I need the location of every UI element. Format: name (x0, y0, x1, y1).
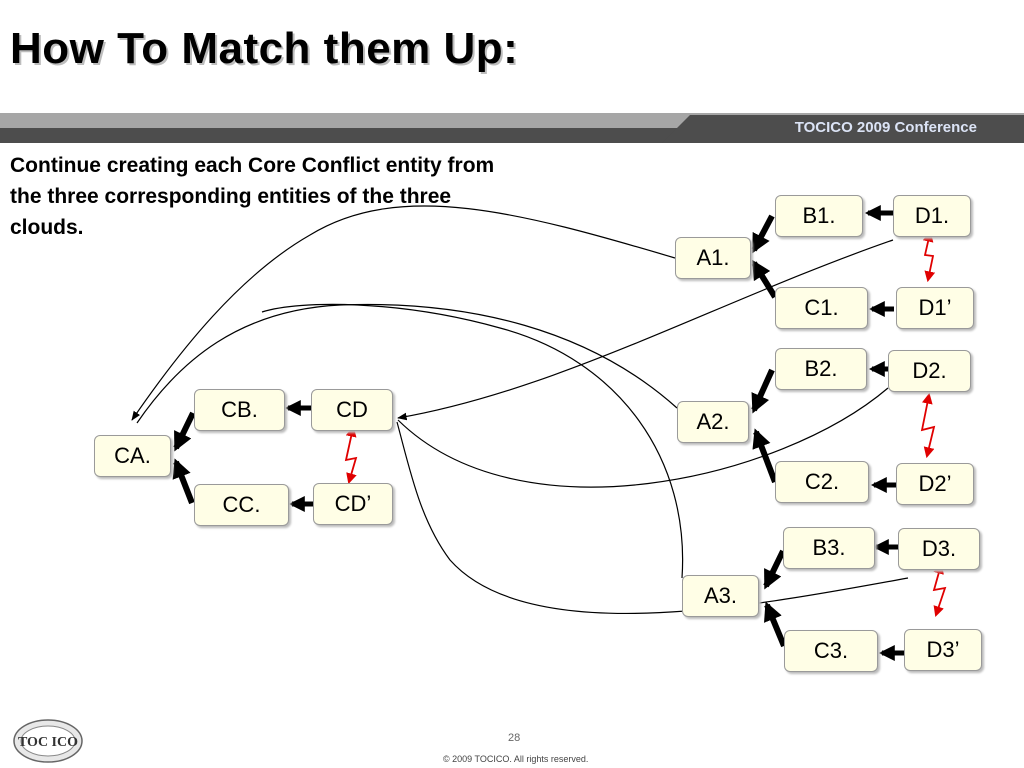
node-cd-prime: CD’ (313, 483, 393, 525)
curve-a3-to-cd (261, 303, 684, 579)
instruction-text: Continue creating each Core Conflict ent… (10, 154, 495, 239)
curve-d2-to-cd (397, 387, 889, 488)
conference-label: TOCICO 2009 Conference (794, 119, 977, 136)
curve-a1-to-ca (131, 205, 676, 421)
node-d1-prime: D1’ (896, 287, 974, 329)
node-d3: D3. (898, 528, 980, 570)
page-number: 28 (508, 732, 521, 744)
tocico-logo: TOC ICO (13, 719, 83, 763)
node-c1: C1. (775, 287, 868, 329)
conflict-d1 (922, 230, 936, 283)
node-d3-prime: D3’ (904, 629, 982, 671)
node-b1: B1. (775, 195, 863, 237)
node-a2: A2. (677, 401, 749, 443)
node-cc: CC. (194, 484, 289, 526)
conflict-cd (344, 425, 358, 485)
conflict-d2 (920, 392, 936, 459)
conflict-d3 (932, 562, 947, 618)
node-b3: B3. (783, 527, 875, 569)
node-b2: B2. (775, 348, 867, 390)
curve-d1-to-cd (397, 239, 894, 421)
node-d2: D2. (888, 350, 971, 392)
curve-d3-to-cd (396, 421, 909, 615)
node-d2-prime: D2’ (896, 463, 974, 505)
node-c2: C2. (775, 461, 869, 503)
svg-text:TOC ICO: TOC ICO (18, 735, 78, 750)
page-title: How To Match them Up: (10, 24, 519, 73)
node-a1: A1. (675, 237, 751, 279)
node-c3: C3. (784, 630, 878, 672)
node-cb: CB. (194, 389, 285, 431)
copyright-text: © 2009 TOCICO. All rights reserved. (443, 754, 589, 764)
node-cd: CD (311, 389, 393, 431)
node-ca: CA. (94, 435, 171, 477)
node-a3: A3. (682, 575, 759, 617)
conference-banner (0, 113, 1024, 143)
node-d1: D1. (893, 195, 971, 237)
